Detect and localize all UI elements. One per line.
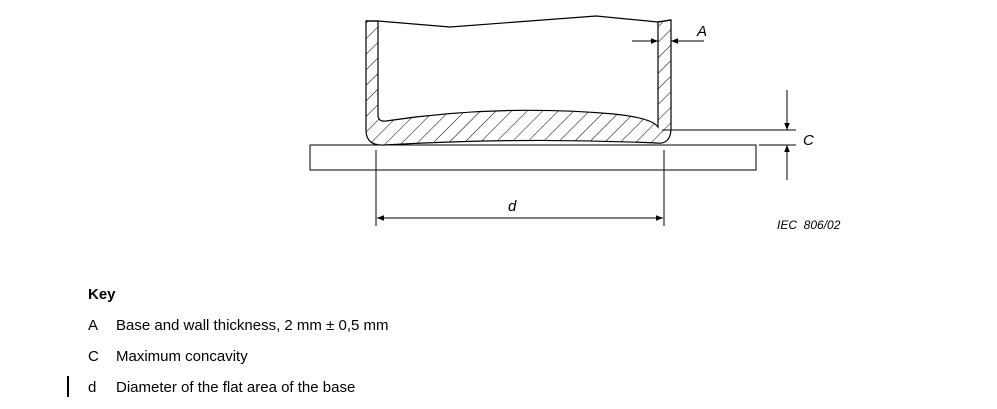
key-item-letter: C (88, 348, 99, 365)
flat-support-plate (309, 144, 757, 171)
dimension-c: C (662, 90, 814, 180)
key-item-text: Base and wall thickness, 2 mm ± 0,5 mm (116, 317, 389, 334)
dimension-d: d (375, 150, 665, 226)
revision-change-bar (67, 376, 69, 397)
key-item-text: Maximum concavity (116, 348, 248, 365)
key-item-c: C Maximum concavity (88, 348, 248, 365)
dimension-a: A (632, 23, 707, 44)
key-item-d: d Diameter of the flat area of the base (88, 379, 355, 396)
dimension-d-label: d (508, 198, 517, 215)
dimension-a-label: A (696, 23, 707, 40)
key-item-letter: d (88, 379, 97, 396)
key-item-text: Diameter of the flat area of the base (116, 379, 356, 396)
pan-rim-break-line (366, 15, 672, 28)
key-item-a: A Base and wall thickness, 2 mm ± 0,5 mm (88, 317, 389, 334)
key-item-letter: A (88, 317, 99, 334)
figure-reference-label: IEC 806/02 (777, 218, 841, 232)
dimension-c-label: C (803, 132, 814, 149)
key-title: Key (88, 286, 116, 303)
pan-wall-and-base-section (365, 19, 672, 146)
